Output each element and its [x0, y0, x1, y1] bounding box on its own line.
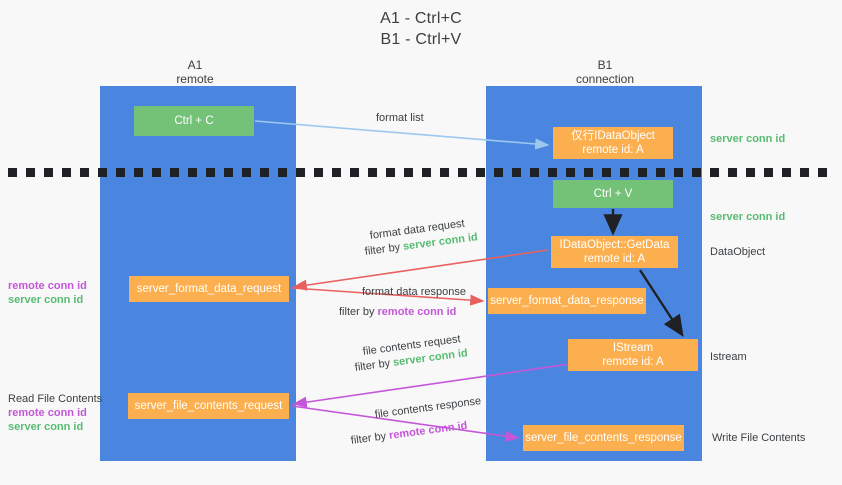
node-ctrl-v-label: Ctrl + V — [593, 188, 633, 200]
node-server-format-data-response[interactable]: server_format_data_response — [488, 288, 646, 314]
node-ctrl-c[interactable]: Ctrl + C — [134, 106, 254, 136]
arrow-file-contents-response — [291, 405, 520, 442]
column-a1-name: A1 — [187, 58, 203, 72]
arrow-getdata-to-istream — [638, 269, 684, 338]
annotation-right-dataobject: DataObject — [710, 245, 765, 259]
node-server-file-contents-response[interactable]: server_file_contents_response — [523, 425, 684, 451]
annotation-remote-conn-id: remote conn id — [8, 407, 87, 419]
edge-label-format-data-response-text: format data response — [362, 286, 466, 298]
column-header-a1: A1 remote — [120, 58, 270, 86]
annotation-left-format: remote conn id server conn id — [8, 279, 87, 307]
node-server-format-data-request[interactable]: server_format_data_request — [129, 276, 289, 302]
annotation-server-conn-id: server conn id — [8, 421, 84, 433]
filter-prefix: filter by — [354, 356, 394, 374]
node-ctrl-c-label: Ctrl + C — [174, 115, 214, 127]
title-line-2: B1 - Ctrl+V — [380, 31, 462, 48]
node-file-req-label: server_file_contents_request — [134, 400, 283, 412]
filter-id-remote-conn: remote conn id — [377, 306, 457, 318]
annotation-right-server-conn-id-mid: server conn id — [710, 210, 785, 224]
annotation-istream: Istream — [710, 351, 747, 363]
annotation-read-file-contents: Read File Contents — [8, 393, 103, 405]
node-idataobject-title: 仅行IDataObject — [571, 130, 655, 142]
phase-divider — [8, 168, 828, 177]
arrow-format-data-response — [291, 287, 485, 306]
filter-prefix: filter by — [339, 306, 378, 318]
node-getdata-title: IDataObject::GetData — [559, 239, 670, 251]
node-istream[interactable]: IStream remote id: A — [568, 339, 698, 371]
node-idataobject-subtitle: remote id: A — [582, 144, 644, 156]
column-header-b1: B1 connection — [530, 58, 680, 86]
node-idataobject[interactable]: 仅行IDataObject remote id: A — [553, 127, 673, 159]
title-line-1: A1 - Ctrl+C — [380, 10, 462, 27]
arrow-format-data-request — [292, 249, 549, 291]
edge-label-format-list-text: format list — [376, 112, 424, 124]
node-file-resp-label: server_file_contents_response — [525, 432, 682, 444]
edge-label-format-data-response: format data response — [362, 285, 466, 300]
node-idataobject-getdata[interactable]: IDataObject::GetData remote id: A — [551, 236, 678, 268]
node-ctrl-v[interactable]: Ctrl + V — [553, 180, 673, 208]
annotation-write-file-contents: Write File Contents — [712, 432, 806, 444]
annotation-remote-conn-id: remote conn id — [8, 280, 87, 292]
node-server-file-contents-request[interactable]: server_file_contents_request — [128, 393, 289, 419]
annotation-right-write-file-contents: Write File Contents — [712, 431, 805, 445]
column-b1-role: connection — [575, 72, 635, 86]
edge-label-format-data-response-filter: filter by remote conn id — [339, 305, 456, 320]
arrow-format-list — [254, 120, 550, 150]
annotation-server-conn-id: server conn id — [8, 294, 84, 306]
annotation-right-server-conn-id-top: server conn id — [710, 132, 785, 146]
node-fmt-req-label: server_format_data_request — [136, 283, 282, 295]
edge-label-format-list: format list — [376, 111, 424, 126]
node-istream-title: IStream — [612, 342, 654, 354]
diagram-title: A1 - Ctrl+C B1 - Ctrl+V — [0, 8, 842, 50]
annotation-dataobject: DataObject — [710, 246, 766, 258]
node-fmt-resp-label: server_format_data_response — [490, 295, 644, 307]
node-getdata-subtitle: remote id: A — [583, 253, 646, 265]
annotation-right-istream: Istream — [710, 350, 747, 364]
node-istream-subtitle: remote id: A — [602, 356, 664, 368]
filter-prefix: filter by — [364, 240, 404, 258]
annotation-left-file: Read File Contents remote conn id server… — [8, 392, 102, 434]
annotation-server-conn-id: server conn id — [710, 211, 786, 223]
filter-prefix: filter by — [350, 429, 390, 447]
column-a1-role: remote — [176, 72, 214, 86]
column-b1-name: B1 — [597, 58, 613, 72]
annotation-server-conn-id: server conn id — [710, 133, 786, 145]
